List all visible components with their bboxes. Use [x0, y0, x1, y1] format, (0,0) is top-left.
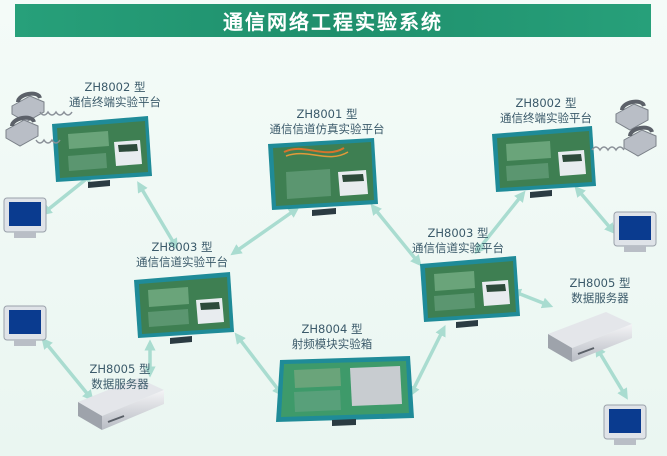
- node-label-zh8003-left: ZH8003 型 通信信道实验平台: [122, 240, 242, 270]
- phone-cord: [591, 146, 625, 152]
- monitor-icon: [603, 404, 647, 445]
- node-model: ZH8002 型: [84, 80, 146, 94]
- node-model: ZH8004 型: [301, 322, 363, 336]
- phone-cord: [39, 110, 73, 116]
- node-name: 通信终端实验平台: [69, 95, 161, 109]
- node-label-zh8003-right: ZH8003 型 通信信道实验平台: [396, 226, 520, 256]
- link-monitor-8002l: [40, 172, 95, 216]
- link-monitor-8005l: [41, 337, 94, 402]
- node-name: 通信信道实验平台: [136, 255, 228, 269]
- node-model: ZH8003 型: [427, 226, 489, 240]
- link-8003l-8001: [230, 206, 300, 256]
- telephone-icon: [623, 125, 657, 157]
- node-label-zh8005-right: ZH8005 型 数据服务器: [560, 276, 640, 306]
- server-icon: [78, 378, 164, 430]
- node-model: ZH8005 型: [89, 362, 151, 376]
- telephone-icon: [11, 91, 45, 123]
- link-8003r-8005r: [509, 288, 554, 309]
- link-8003r-8002r: [474, 190, 526, 255]
- link-8001-8003r: [370, 203, 422, 267]
- link-8002r-monitor: [574, 185, 616, 235]
- page-title: 通信网络工程实验系统: [15, 4, 651, 37]
- node-label-zh8001: ZH8001 型 通信信道仿真实验平台: [252, 107, 402, 137]
- node-model: ZH8005 型: [569, 276, 631, 290]
- trainer-case-icon: [276, 356, 414, 426]
- node-name: 数据服务器: [571, 291, 629, 305]
- node-label-zh8002-right: ZH8002 型 通信终端实验平台: [486, 96, 606, 126]
- telephone-icon: [5, 115, 39, 147]
- server-icon: [548, 312, 632, 362]
- trainer-case-icon: [492, 126, 596, 198]
- node-model: ZH8001 型: [296, 107, 358, 121]
- trainer-case-icon: [134, 272, 234, 344]
- link-8002l-8003l: [137, 181, 178, 250]
- connection-links: [40, 172, 628, 402]
- node-name: 通信信道仿真实验平台: [269, 122, 385, 136]
- trainer-case-icon: [268, 138, 378, 216]
- telephone-icon: [615, 99, 649, 131]
- node-label-zh8005-left: ZH8005 型 数据服务器: [80, 362, 160, 392]
- monitor-icon: [3, 197, 47, 238]
- phone-cord: [35, 138, 61, 144]
- node-model: ZH8002 型: [515, 96, 577, 110]
- node-name: 通信终端实验平台: [500, 111, 592, 125]
- node-label-zh8002-left: ZH8002 型 通信终端实验平台: [55, 80, 175, 110]
- link-8005r-monitor: [595, 345, 628, 400]
- node-name: 射频模块实验箱: [291, 337, 373, 351]
- node-name: 通信信道实验平台: [412, 241, 504, 255]
- node-name: 数据服务器: [91, 377, 149, 391]
- monitor-icon: [3, 305, 47, 346]
- trainer-case-icon: [420, 256, 520, 328]
- monitor-icon: [613, 211, 657, 252]
- node-label-zh8004: ZH8004 型 射频模块实验箱: [282, 322, 382, 352]
- node-model: ZH8003 型: [151, 240, 213, 254]
- link-8004-8003r: [409, 324, 446, 398]
- link-8003l-8004: [234, 332, 284, 397]
- trainer-case-icon: [52, 116, 152, 188]
